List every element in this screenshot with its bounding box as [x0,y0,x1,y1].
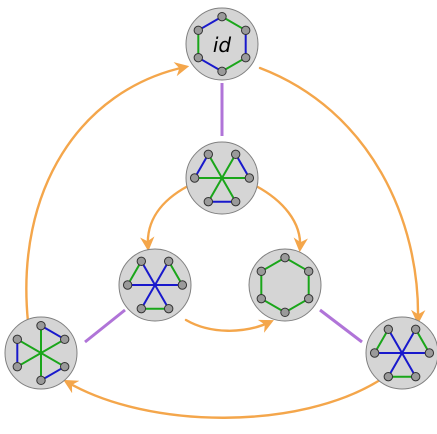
node-left-inner-vertex [136,256,147,267]
node-left-inner-vertex [136,303,147,314]
node-bottom-right [365,316,437,390]
node-right-inner-vertex [303,293,314,304]
node-center-vertex [203,196,214,207]
arrow-left-inner-to-right-inner [184,318,274,333]
node-left-inner-vertex [122,280,133,290]
node-center-vertex [203,149,214,160]
node-bottom-left-vertex [59,361,70,372]
node-top-vertex [240,52,251,63]
arrow-bottom-right-to-bottom-left [63,378,382,419]
node-top-label: id [213,33,232,57]
node-left-inner-vertex [163,303,174,314]
node-bottom-left-vertex [36,375,46,386]
node-bottom-right-vertex [383,371,394,382]
node-top-vertex [217,11,227,22]
arrow-center-to-left-inner [140,184,190,252]
node-bottom-right-vertex [410,371,421,382]
node-bottom-left-vertex [59,334,70,345]
arrow-top-to-bottom-right [258,66,426,325]
connector-right [319,308,363,344]
connector-left [84,308,126,344]
node-right-inner-vertex [280,307,290,318]
node-bottom-right-vertex [410,324,421,335]
node-center-vertex [230,196,241,207]
node-top-vertex [240,25,251,36]
node-top-vertex [217,66,227,77]
node-top-vertex [193,52,204,63]
arrow-center-to-right-inner [254,184,308,253]
node-left-inner [118,248,192,322]
node-right-inner-vertex [256,293,267,304]
node-bottom-right-vertex [424,348,435,358]
node-bottom-left-vertex [12,361,23,372]
node-center [185,141,259,215]
node-right-inner [248,248,322,322]
node-right-inner-vertex [280,252,290,263]
node-bottom-right-vertex [383,324,394,335]
node-right-inner-vertex [303,266,314,277]
node-bottom-left [4,316,78,390]
node-center-vertex [244,173,255,183]
node-bottom-right-vertex [369,348,380,358]
node-top-vertex [193,25,204,36]
node-bottom-left-vertex [36,320,46,331]
node-top [185,7,259,81]
node-left-inner-vertex [163,256,174,267]
node-center-vertex [230,149,241,160]
arrow-bottom-left-to-top [25,62,190,324]
node-left-inner-vertex [177,280,188,290]
node-bottom-left-vertex [12,334,23,345]
node-center-vertex [189,173,200,183]
node-right-inner-vertex [256,266,267,277]
